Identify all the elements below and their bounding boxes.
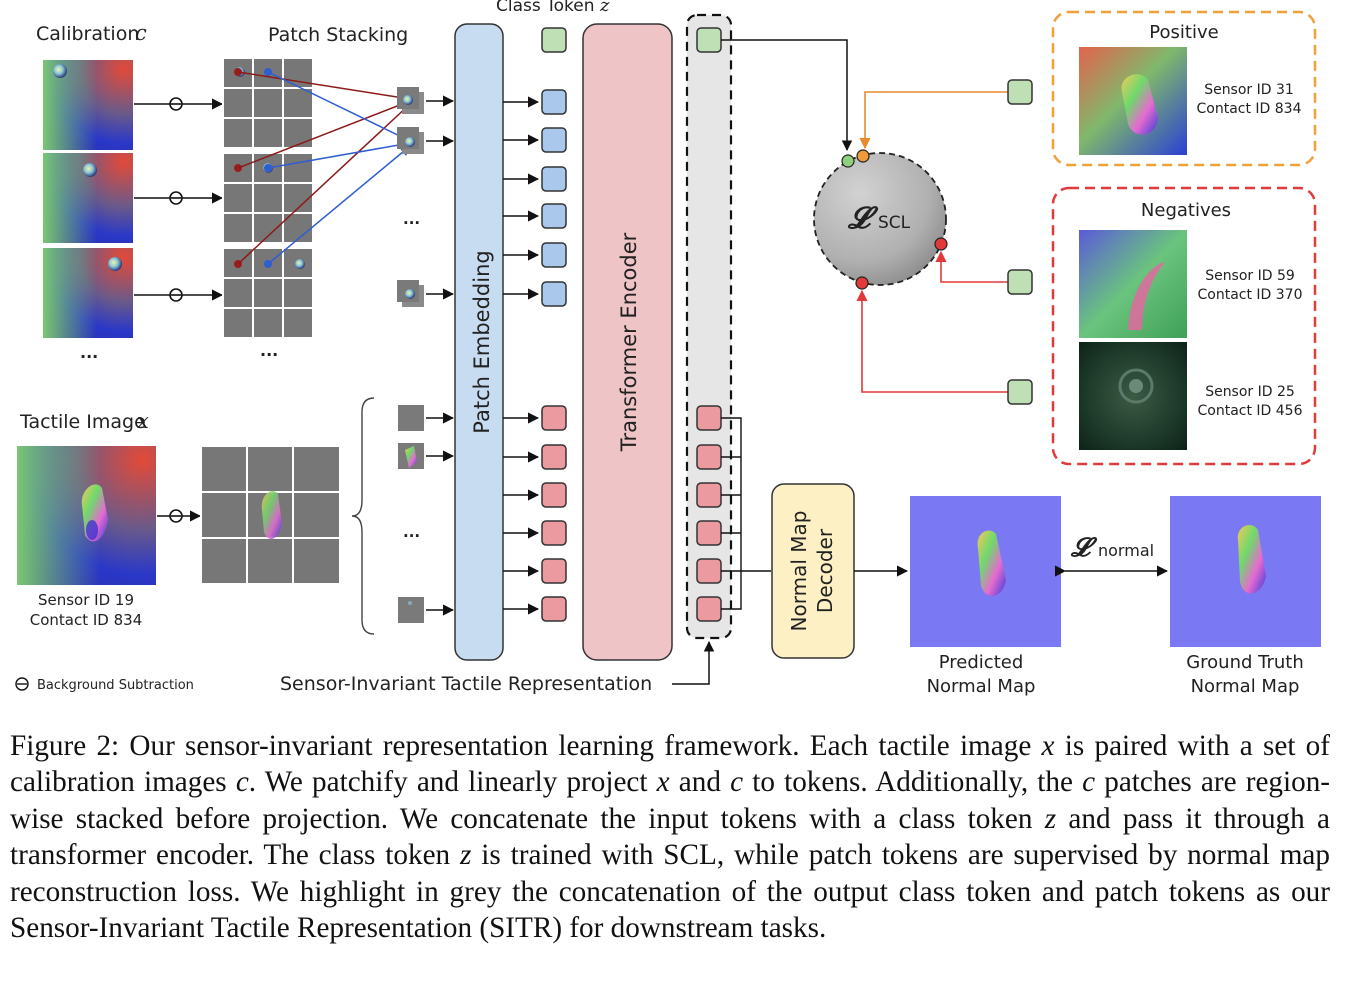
- loss-normal-subscript: normal: [1098, 541, 1154, 560]
- negatives-box: [1051, 186, 1317, 466]
- patch-stacking-label: Patch Stacking: [268, 24, 408, 46]
- predicted-normal-map: [910, 496, 1061, 647]
- negative-image-1: [1079, 230, 1187, 338]
- contrastive-tokens: [1007, 79, 1033, 405]
- predicted-label-line2: Normal Map: [927, 676, 1036, 697]
- patch-embedding-block: [454, 23, 504, 661]
- tactile-patches: [398, 405, 424, 623]
- calibration-label: Calibration: [36, 23, 139, 45]
- calibration-image-2: [43, 153, 133, 243]
- loss-normal-symbol: 𝓛: [1070, 533, 1098, 563]
- negatives-label: Negatives: [1141, 200, 1231, 221]
- tactile-image: [17, 446, 156, 585]
- negative1-contact-id: Contact ID 370: [1198, 287, 1303, 303]
- background-subtraction-legend: Background Subtraction: [15, 677, 194, 693]
- decoder-label-line2: Decoder: [813, 528, 837, 613]
- positive-contact-id: Contact ID 834: [1197, 101, 1302, 117]
- scl-sphere: [813, 152, 947, 286]
- tactile-image-label: Tactile Image: [19, 411, 146, 433]
- calib-patch-grid-2: [222, 152, 314, 244]
- tactile-patch-ellipsis: ...: [403, 523, 420, 541]
- class-token-to-scl-arrow: [721, 39, 853, 152]
- tactile-image-symbol: x: [137, 409, 149, 433]
- patch-brace: [351, 397, 375, 635]
- loss-scl-subscript: SCL: [878, 213, 911, 233]
- ground-truth-label-line2: Normal Map: [1191, 676, 1300, 697]
- negative-image-2: [1079, 342, 1187, 450]
- negative1-sensor-id: Sensor ID 59: [1205, 268, 1295, 284]
- tactile-contact-id: Contact ID 834: [30, 611, 143, 629]
- calib-patch-grid-3: [222, 247, 314, 339]
- stacking-arrows: [234, 68, 412, 268]
- class-token-symbol: z: [599, 0, 610, 16]
- calibration-image-1: [43, 60, 133, 150]
- framework-diagram: Calibration c Patch Stacking Class Token…: [15, 0, 1321, 697]
- patch-grid-ellipsis: ...: [260, 341, 278, 360]
- tactile-sensor-id: Sensor ID 19: [38, 591, 134, 609]
- positive-image: [1079, 47, 1187, 155]
- negative2-contact-id: Contact ID 456: [1198, 403, 1303, 419]
- patch-embedding-label: Patch Embedding: [470, 250, 494, 433]
- calibration-ellipsis: ...: [80, 343, 98, 362]
- transformer-encoder-block: [582, 23, 673, 661]
- stacked-ellipsis: ...: [403, 210, 420, 228]
- ground-truth-label-line1: Ground Truth: [1186, 652, 1304, 673]
- sitr-box: [685, 13, 733, 640]
- figure-caption: Figure 2: Our sensor-invariant represent…: [10, 730, 1331, 945]
- positive-sensor-id: Sensor ID 31: [1204, 82, 1294, 98]
- svg-text:Background Subtraction: Background Subtraction: [37, 678, 194, 693]
- decoder-label-line1: Normal Map: [787, 511, 811, 632]
- predicted-label-line1: Predicted: [939, 652, 1024, 673]
- output-tokens: [696, 27, 722, 622]
- negative2-sensor-id: Sensor ID 25: [1205, 384, 1295, 400]
- transformer-encoder-label: Transformer Encoder: [617, 232, 641, 452]
- positive-label: Positive: [1149, 22, 1218, 43]
- input-tokens: [541, 27, 567, 622]
- calibration-symbol: c: [135, 21, 147, 45]
- calibration-image-3: [43, 248, 133, 338]
- ground-truth-normal-map: [1170, 496, 1321, 647]
- stacked-patches: [397, 87, 424, 307]
- class-token-label: Class Token: [496, 0, 595, 16]
- positive-box: [1051, 10, 1317, 167]
- calib-subtraction-arrows: [134, 97, 224, 302]
- sitr-label: Sensor-Invariant Tactile Representation: [280, 673, 652, 695]
